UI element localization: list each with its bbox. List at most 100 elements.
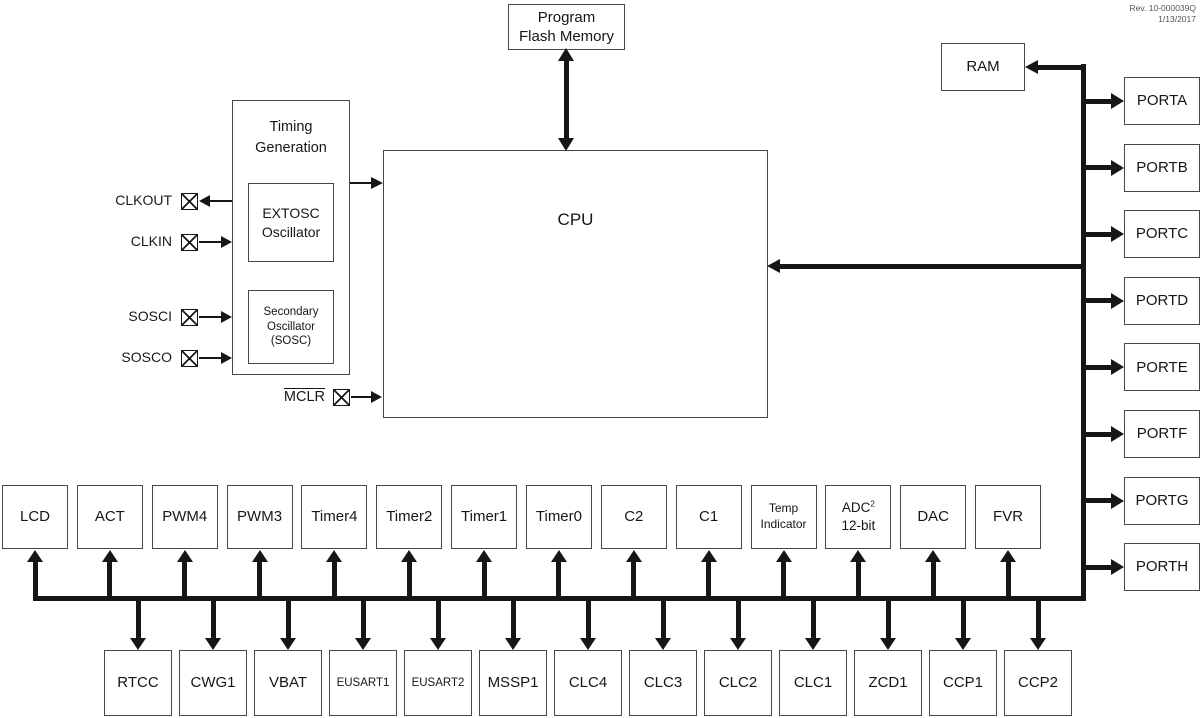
dac-label: DAC xyxy=(917,508,950,526)
block-rtcc: RTCC xyxy=(104,650,172,716)
clkout-pin-label: CLKOUT xyxy=(115,192,172,208)
revision-number: Rev. 10-000039Q xyxy=(1129,3,1196,13)
block-clc1: CLC1 xyxy=(779,650,847,716)
eusart2-label: EUSART2 xyxy=(411,676,465,689)
block-clc3: CLC3 xyxy=(629,650,697,716)
timer1-arrow-shaft xyxy=(481,560,487,596)
block-timer1: Timer1 xyxy=(451,485,518,549)
mclr-pin-label: MCLR xyxy=(240,388,325,405)
fvr-arrow-head xyxy=(1000,549,1017,562)
portd-arrow-head xyxy=(1111,292,1124,309)
mclr-arrow-shaft xyxy=(350,396,373,398)
portg-label: PORTG xyxy=(1135,491,1189,509)
clc3-arrow-shaft xyxy=(660,601,666,639)
porte-label: PORTE xyxy=(1136,358,1188,376)
clkin-pin-label: CLKIN xyxy=(130,233,172,249)
sosci-arrow-shaft xyxy=(198,316,223,318)
clc2-label: CLC2 xyxy=(718,674,758,692)
c1-arrow-shaft xyxy=(706,560,712,596)
timer4-arrow-head xyxy=(326,549,343,562)
clc3-label: CLC3 xyxy=(643,674,683,692)
clkout-pin-icon xyxy=(181,192,198,210)
cpu-arrow-head xyxy=(767,258,780,273)
clkin-pin-icon xyxy=(181,233,198,251)
timer2-arrow-shaft xyxy=(406,560,412,596)
mssp1-arrow-shaft xyxy=(510,601,516,639)
clc3-arrow-head xyxy=(655,638,671,650)
vbat-label: VBAT xyxy=(268,674,308,692)
block-portd: PORTD xyxy=(1124,276,1200,325)
block-portf: PORTF xyxy=(1124,410,1200,458)
portb-label: PORTB xyxy=(1136,158,1188,176)
porte-arrow-head xyxy=(1111,359,1124,376)
portc-arrow-head xyxy=(1111,226,1124,243)
program-flash-arrow-head-down xyxy=(558,138,574,151)
timer0-label: Timer0 xyxy=(535,508,582,526)
sosco-arrow-head xyxy=(221,352,232,364)
ccp1-label: CCP1 xyxy=(942,674,983,692)
peripheral-bus-horizontal xyxy=(33,596,1086,601)
ram-label: RAM xyxy=(966,58,1000,76)
c1-label: C1 xyxy=(699,508,719,526)
block-porte: PORTE xyxy=(1124,343,1200,392)
block-ccp2: CCP2 xyxy=(1004,650,1072,716)
clc4-arrow-shaft xyxy=(585,601,591,639)
porth-label: PORTH xyxy=(1135,558,1189,576)
timing-label-line2: Generation xyxy=(255,140,327,157)
mssp1-arrow-head xyxy=(505,638,521,650)
ccp2-arrow-head xyxy=(1030,638,1046,650)
portg-arrow-head xyxy=(1111,492,1124,509)
program-flash-arrow-head-up xyxy=(558,48,574,61)
temp-indicator-arrow-shaft xyxy=(781,560,786,596)
block-eusart1: EUSART1 xyxy=(329,650,397,716)
fvr-arrow-shaft xyxy=(1005,560,1011,596)
block-timer2: Timer2 xyxy=(376,485,443,549)
block-cwg1: CWG1 xyxy=(179,650,247,716)
sosc-label-line2: Oscillator xyxy=(267,320,315,333)
block-porta: PORTA xyxy=(1124,77,1200,125)
block-clc2: CLC2 xyxy=(704,650,772,716)
clkout-arrow-head xyxy=(198,195,210,207)
sosci-pin-icon xyxy=(181,308,198,326)
pwm3-arrow-shaft xyxy=(257,560,263,596)
data-bus-vertical xyxy=(1081,64,1086,601)
block-eusart2: EUSART2 xyxy=(404,650,472,716)
cpu-arrow-shaft xyxy=(779,263,1086,269)
rtcc-label: RTCC xyxy=(117,674,159,692)
pwm4-arrow-head xyxy=(176,549,193,562)
cwg1-arrow-head xyxy=(205,638,221,650)
portf-arrow-head xyxy=(1111,426,1124,442)
clc2-arrow-shaft xyxy=(735,601,741,639)
act-arrow-head xyxy=(101,549,118,562)
act-label: ACT xyxy=(94,508,125,526)
ram-arrow-shaft xyxy=(1037,64,1086,70)
adc-12-bit-label-line2: 12-bit xyxy=(841,517,875,535)
block-act: ACT xyxy=(76,485,143,549)
c2-label: C2 xyxy=(624,508,644,526)
sosc-label-line3: (SOSC) xyxy=(270,335,312,348)
ccp1-arrow-head xyxy=(955,638,971,650)
adc-12-bit-label: ADC xyxy=(841,500,871,516)
mclr-pin-icon xyxy=(333,388,350,406)
porte-arrow-shaft xyxy=(1086,364,1113,370)
timing-to-cpu-arrow-head xyxy=(371,176,383,189)
eusart1-arrow-shaft xyxy=(360,601,366,639)
sosc-label-line1: Secondary xyxy=(263,305,319,318)
clc1-label: CLC1 xyxy=(793,674,833,692)
portb-arrow-head xyxy=(1111,159,1124,176)
clc1-arrow-head xyxy=(805,638,821,650)
zcd1-arrow-shaft xyxy=(885,601,891,639)
program-flash-arrow-shaft xyxy=(563,59,569,140)
sosco-arrow-shaft xyxy=(198,357,223,359)
clc2-arrow-head xyxy=(730,638,746,650)
revision-date: 1/13/2017 xyxy=(1158,14,1196,25)
mclr-overline-text: MCLR xyxy=(283,388,325,405)
rtcc-arrow-head xyxy=(130,638,146,650)
temp-indicator-label: Temp Indicator xyxy=(760,501,807,531)
pwm3-arrow-head xyxy=(251,549,268,562)
adc-12-bit-arrow-head xyxy=(850,549,867,562)
mclr-arrow-head xyxy=(371,391,382,403)
block-clc4: CLC4 xyxy=(554,650,622,716)
ccp2-label: CCP2 xyxy=(1017,674,1058,692)
vbat-arrow-shaft xyxy=(285,601,291,639)
